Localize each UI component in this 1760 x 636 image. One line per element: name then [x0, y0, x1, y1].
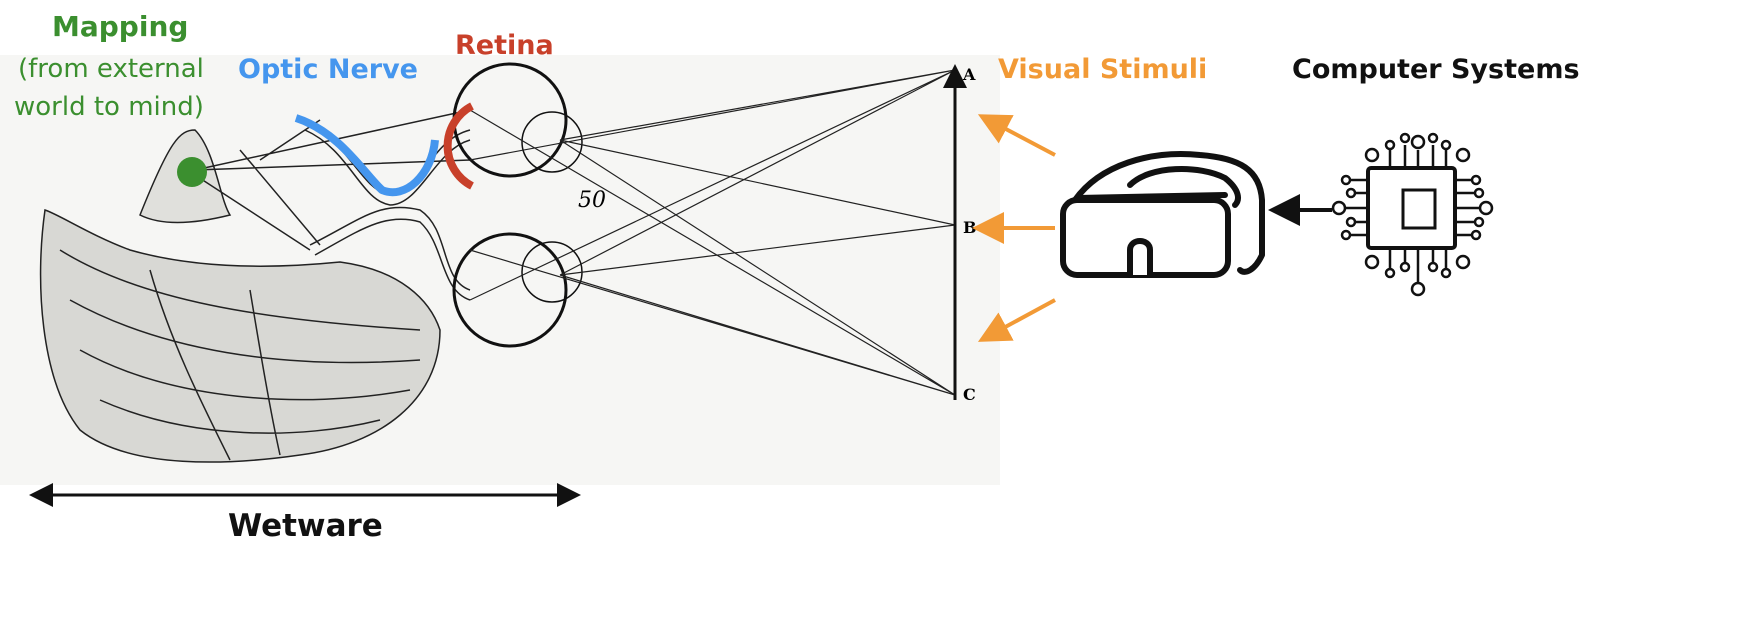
point-c-label: C [963, 385, 976, 404]
engraving-number: 50 [578, 188, 606, 213]
retina-label: Retina [455, 30, 554, 61]
optic-nerve-highlight [294, 114, 439, 196]
stimuli-arrows [972, 114, 1056, 342]
wetware-label: Wetware [228, 508, 383, 544]
upper-eye [452, 62, 568, 178]
cpu-chip-icon [1331, 132, 1494, 297]
brain-illustration [39, 129, 441, 463]
light-rays [469, 69, 956, 396]
vr-headset-icon [1060, 151, 1265, 278]
retina-highlight [443, 102, 474, 190]
mapping-dot [177, 157, 207, 187]
mapping-subtitle-line1: (from external [18, 54, 204, 84]
point-a-label: A [962, 65, 976, 84]
optic-nerve-label: Optic Nerve [238, 54, 418, 85]
point-b-label: B [963, 218, 977, 237]
visual-stimuli-label: Visual Stimuli [998, 54, 1208, 85]
lower-eye [452, 232, 568, 348]
mapping-title: Mapping [52, 10, 189, 43]
eyes [452, 62, 583, 348]
mapping-subtitle-line2: world to mind) [14, 92, 204, 122]
computer-systems-label: Computer Systems [1292, 54, 1580, 85]
